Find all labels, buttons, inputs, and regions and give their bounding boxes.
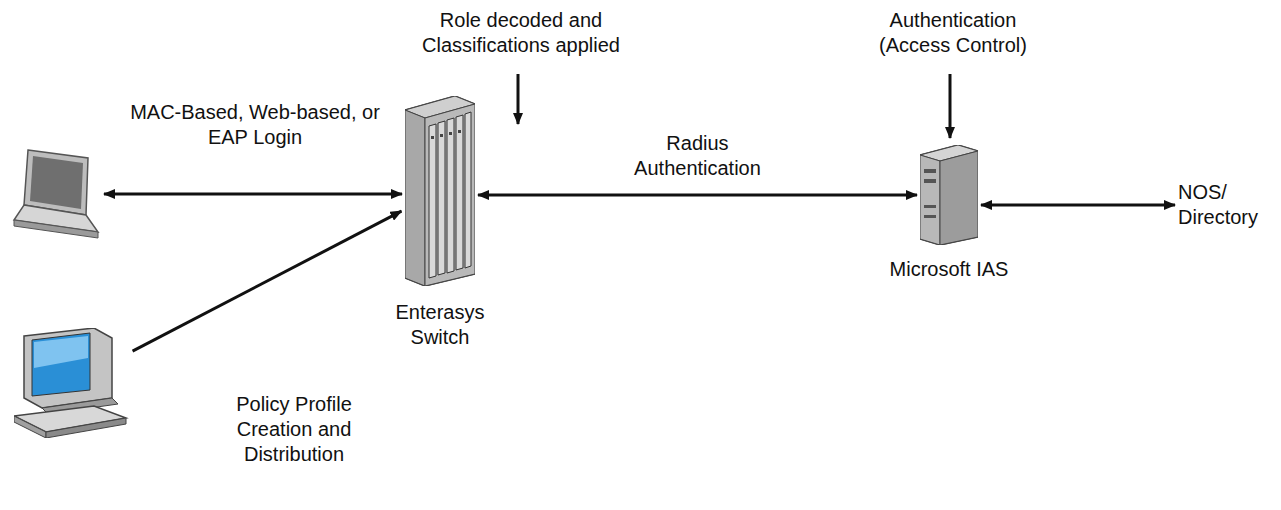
- connector-arrow: [133, 211, 402, 351]
- callout-arrow: [949, 74, 952, 138]
- annotation-label: Role decoded and Classifications applied: [388, 8, 654, 58]
- device-node: Microsoft IAS: [920, 145, 978, 245]
- device-node: Enterasys Switch: [405, 96, 475, 286]
- device-node: Policy Profile Creation and Distribution: [14, 328, 129, 438]
- annotation-label: MAC-Based, Web-based, or EAP Login: [117, 100, 393, 150]
- switch-icon: [405, 96, 475, 286]
- login-arrow: [104, 193, 402, 196]
- laptop-icon: [14, 150, 98, 238]
- device-label: Policy Profile Creation and Distribution: [219, 392, 369, 467]
- workstation-icon: [14, 328, 129, 438]
- connector-arrow: [478, 194, 917, 197]
- device-label: Microsoft IAS: [860, 257, 1038, 282]
- connector-arrow: [981, 204, 1175, 207]
- device-label: Enterasys Switch: [370, 300, 510, 350]
- callout-arrow: [517, 74, 520, 124]
- server-icon: [920, 145, 978, 245]
- device-label: NOS/ Directory: [1178, 180, 1278, 230]
- directory-node: NOS/ Directory: [1178, 180, 1278, 230]
- annotation-label: Authentication (Access Control): [850, 8, 1056, 58]
- connector-label: Radius Authentication: [620, 131, 776, 181]
